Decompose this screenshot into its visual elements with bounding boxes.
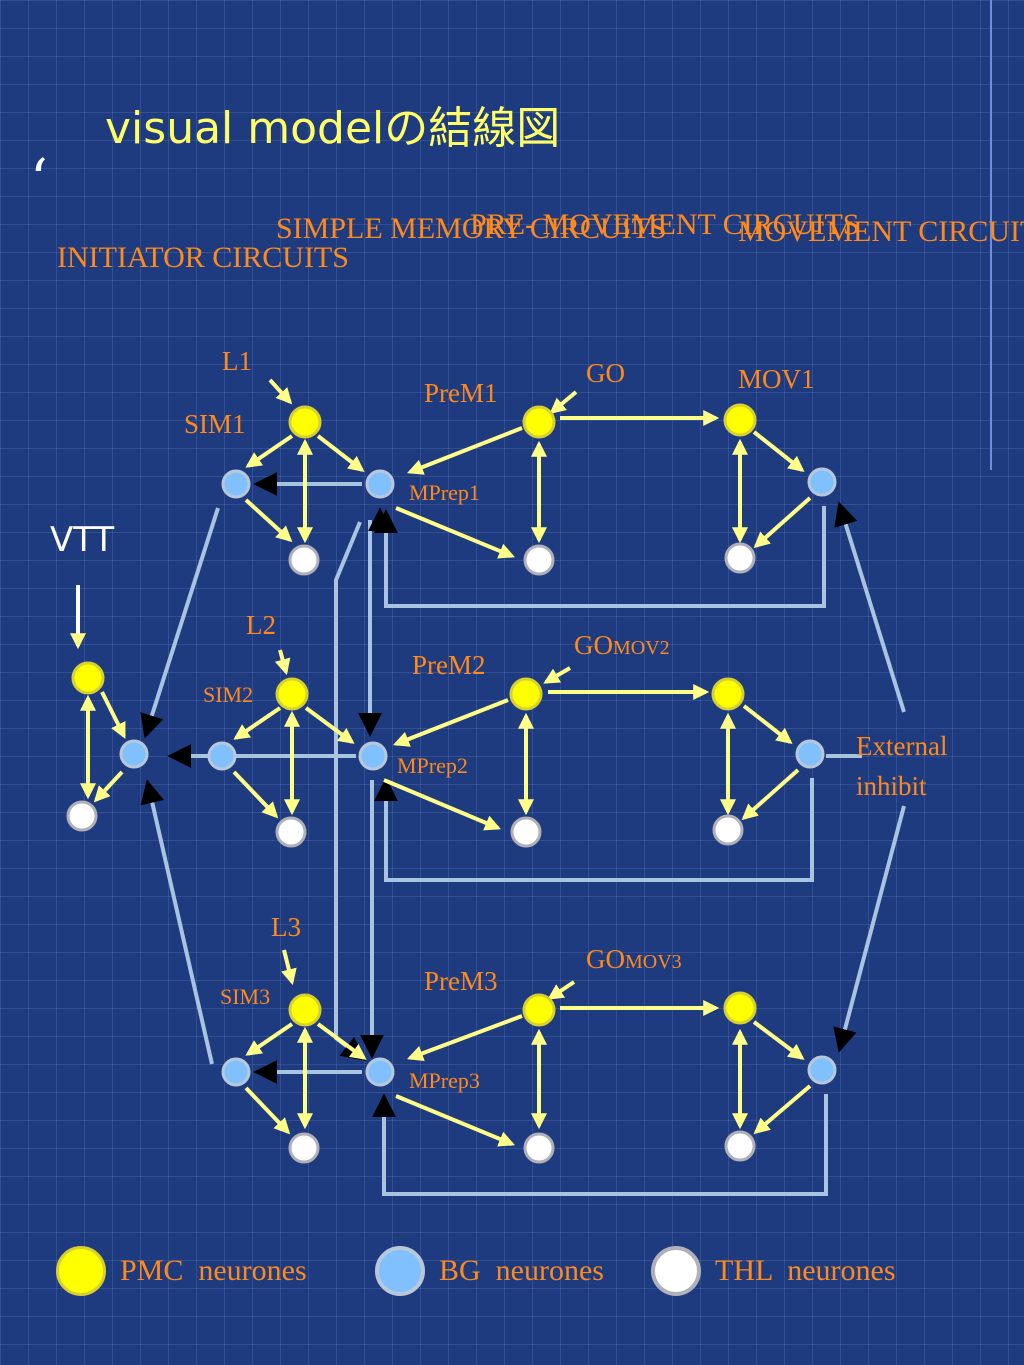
neuron-sim2-thl — [275, 816, 307, 848]
neuron-sim1-pmc — [288, 405, 322, 439]
label-sim1: SIM1 — [184, 409, 246, 439]
inhibitory-connections — [140, 472, 906, 1196]
pmc-neurones — [71, 403, 757, 1027]
neuron-mov2-bg — [795, 739, 825, 769]
legend-thl: THL neurones — [651, 1240, 896, 1302]
neuron-sim3-bg — [221, 1057, 251, 1087]
neuron-mov1-thl — [724, 542, 756, 574]
neuron-prem1-thl — [523, 544, 555, 576]
neuron-prem2-thl — [510, 816, 542, 848]
header-pre-movement-circuits: PRE- MOVEMENT CIRCUITS — [470, 208, 860, 241]
neuron-sim1-thl — [288, 544, 320, 576]
label-go1: GO — [586, 358, 625, 388]
neuron-mov3-thl — [724, 1130, 756, 1162]
legend-pmc-label: PMC neurones — [120, 1254, 307, 1287]
label-mov1: MOV1 — [738, 364, 815, 394]
legend-thl-label: THL neurones — [715, 1254, 896, 1287]
header-movement-circuits: MOVEMENT CIRCUITS — [738, 215, 1024, 248]
neuron-sim2-pmc — [275, 677, 309, 711]
excitatory-connections — [70, 378, 812, 1147]
label-external-inhibit: External inhibit — [856, 731, 948, 801]
right-divider — [990, 0, 992, 470]
neuron-initiator-pmc — [71, 661, 105, 695]
legend-thl-dot — [651, 1246, 701, 1296]
neuron-prem3-thl — [523, 1132, 555, 1164]
label-mprep2: MPrep2 — [397, 753, 468, 778]
label-go-mov3: GOMOV3 — [586, 944, 682, 974]
header-simple-memory-circuits: SIMPLE MEMORY CIRCUITS — [276, 212, 667, 245]
neuron-mprep2 — [358, 741, 388, 771]
legend-bg-dot — [375, 1246, 425, 1296]
neuron-sim3-pmc — [288, 993, 322, 1027]
label-l2: L2 — [246, 610, 276, 640]
neuron-sim2-bg — [207, 741, 237, 771]
neuron-mprep3 — [365, 1057, 395, 1087]
label-mprep3: MPrep3 — [409, 1068, 480, 1093]
label-prem1: PreM1 — [424, 378, 498, 408]
neuron-mov1-bg — [807, 467, 837, 497]
legend-pmc-dot — [56, 1246, 106, 1296]
label-prem2: PreM2 — [412, 650, 486, 680]
legend-bg-label: BG neurones — [439, 1254, 604, 1287]
bg-neurones — [119, 467, 837, 1087]
bullet-icon: ‘ — [30, 148, 48, 213]
thl-neurones — [66, 542, 756, 1164]
neuron-initiator-bg — [119, 739, 149, 769]
neuron-mov3-bg — [807, 1055, 837, 1085]
label-go-mov2: GOMOV2 — [574, 630, 670, 660]
header-initiator-circuits: INITIATOR CIRCUITS — [57, 241, 349, 274]
label-sim3: SIM3 — [220, 984, 271, 1009]
neuron-prem1 — [522, 405, 556, 439]
label-l1: L1 — [222, 346, 252, 376]
neuron-prem2 — [509, 677, 543, 711]
neuron-mov2-pmc — [711, 677, 745, 711]
neuron-mprep1 — [365, 469, 395, 499]
neuron-sim1-bg — [221, 469, 251, 499]
label-l3: L3 — [271, 912, 301, 942]
page-title: visual modelの結線図 — [105, 103, 561, 154]
label-prem3: PreM3 — [424, 966, 498, 996]
neuron-mov3-pmc — [723, 991, 757, 1025]
legend-pmc: PMC neurones — [56, 1240, 307, 1302]
label-mprep1: MPrep1 — [409, 480, 480, 505]
neuron-sim3-thl — [288, 1132, 320, 1164]
legend-bg: BG neurones — [375, 1240, 604, 1302]
neuron-mov1-pmc — [723, 403, 757, 437]
neuron-mov2-thl — [712, 814, 744, 846]
label-sim2: SIM2 — [203, 682, 254, 707]
neuron-initiator-thl — [66, 800, 98, 832]
neuron-prem3 — [522, 993, 556, 1027]
vtt-label: VTT — [50, 520, 115, 560]
